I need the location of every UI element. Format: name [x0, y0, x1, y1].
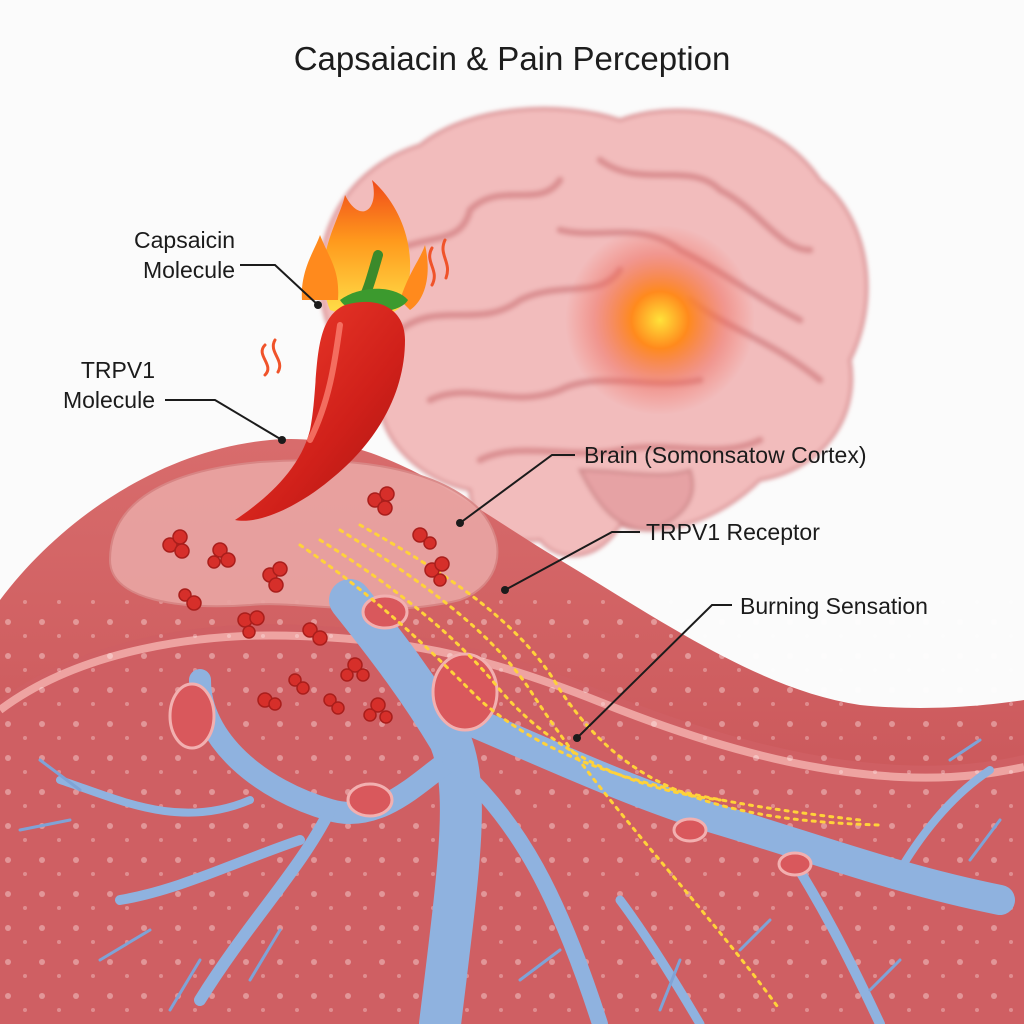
label-burning-sensation: Burning Sensation	[740, 593, 928, 619]
label-trpv1-molecule-line2: Molecule	[62, 387, 155, 413]
diagram-title: Capsaiacin & Pain Perception	[293, 40, 731, 77]
label-trpv1-molecule: TRPV1 Molecule	[20, 355, 155, 415]
label-capsaicin-molecule-line2: Molecule	[142, 257, 235, 283]
label-capsaicin-molecule-line1: Capsaicin	[134, 227, 235, 253]
label-capsaicin-molecule: Capsaicin Molecule	[90, 225, 235, 285]
chili-pepper	[235, 180, 449, 521]
pain-hotspot	[565, 225, 755, 415]
label-trpv1-receptor: TRPV1 Receptor	[646, 519, 820, 545]
label-trpv1-molecule-line1: TRPV1	[80, 357, 155, 383]
nerve-fibers	[56, 579, 1015, 1024]
leader-dots	[278, 301, 581, 742]
epidermis-bulge	[108, 459, 499, 611]
capsaicin-molecules	[162, 486, 450, 724]
leader-lines	[165, 264, 732, 739]
label-brain: Brain (Somonsatow Cortex)	[584, 442, 867, 468]
nerve-dendrites	[18, 738, 1002, 1012]
